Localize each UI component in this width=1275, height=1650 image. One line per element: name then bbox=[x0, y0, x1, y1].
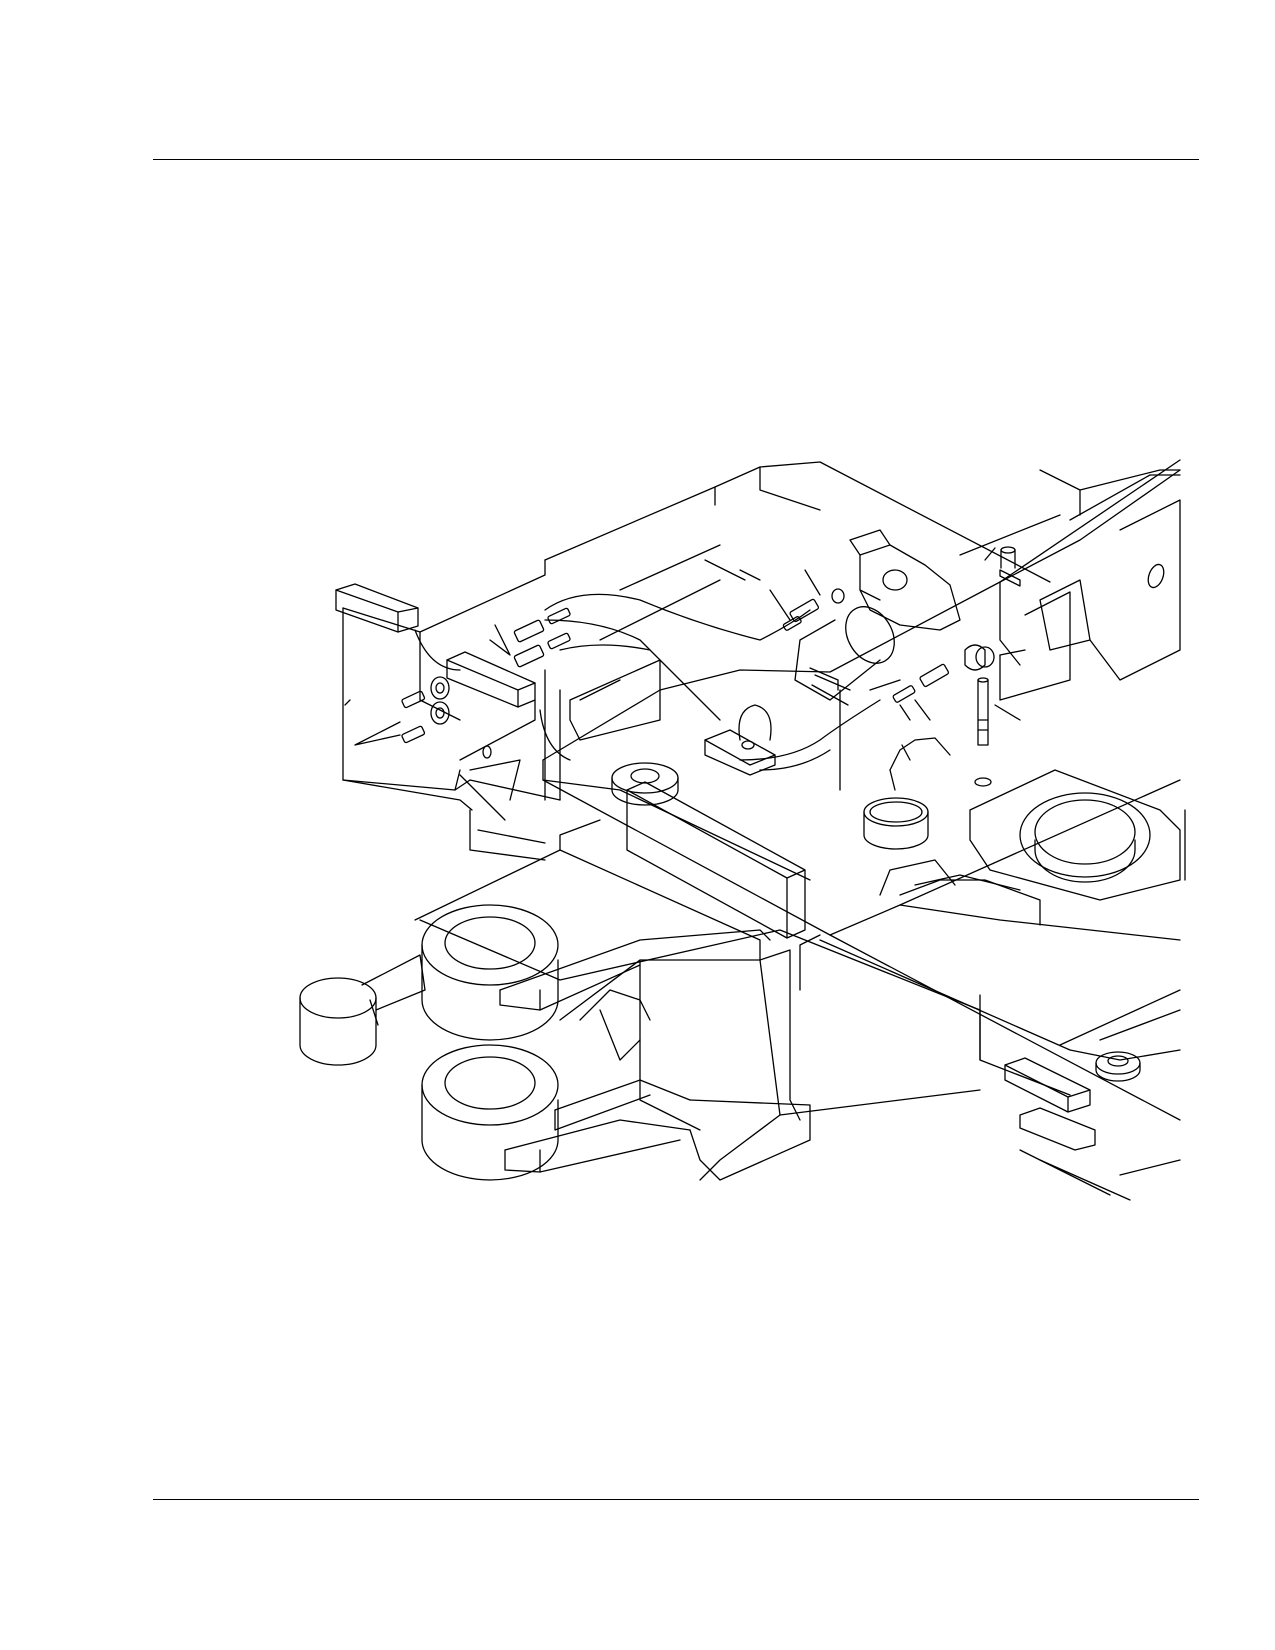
cylinder-cup bbox=[864, 798, 928, 849]
lower-right-clip bbox=[1005, 1058, 1180, 1200]
right-upper-frame bbox=[960, 470, 1180, 700]
right-bolt-pin bbox=[985, 547, 1020, 586]
header-rule bbox=[153, 159, 1199, 160]
upper-yoke-eye bbox=[422, 905, 558, 1040]
upper-elbow-fitting bbox=[770, 570, 844, 631]
left-inner-ribs bbox=[420, 700, 535, 820]
right-boss-ring bbox=[970, 770, 1185, 900]
left-fittings bbox=[345, 608, 571, 745]
lower-yoke-eye bbox=[422, 1045, 558, 1180]
standoff-post bbox=[975, 678, 1020, 786]
footer-rule bbox=[153, 1499, 1199, 1500]
upper-right-clevis bbox=[850, 530, 960, 630]
tube-clamp bbox=[705, 705, 775, 775]
central-beam bbox=[543, 460, 1180, 1120]
cylinder-end-cap bbox=[300, 955, 425, 1065]
center-cylinder bbox=[795, 598, 904, 705]
lower-right-rail bbox=[800, 935, 1180, 1095]
right-elbow-fitting bbox=[892, 645, 1025, 720]
mounting-plate bbox=[447, 652, 535, 707]
vertical-plate bbox=[627, 782, 805, 938]
hydraulic-tubes bbox=[415, 594, 900, 770]
center-washer bbox=[612, 763, 678, 805]
right-arm-bracket bbox=[890, 738, 950, 790]
yoke-body bbox=[415, 820, 980, 1180]
yoke-fork-arms bbox=[500, 930, 770, 1172]
upper-left-bracket bbox=[336, 584, 418, 632]
left-channel-slots bbox=[483, 545, 760, 758]
inner-bowl bbox=[880, 860, 1040, 925]
